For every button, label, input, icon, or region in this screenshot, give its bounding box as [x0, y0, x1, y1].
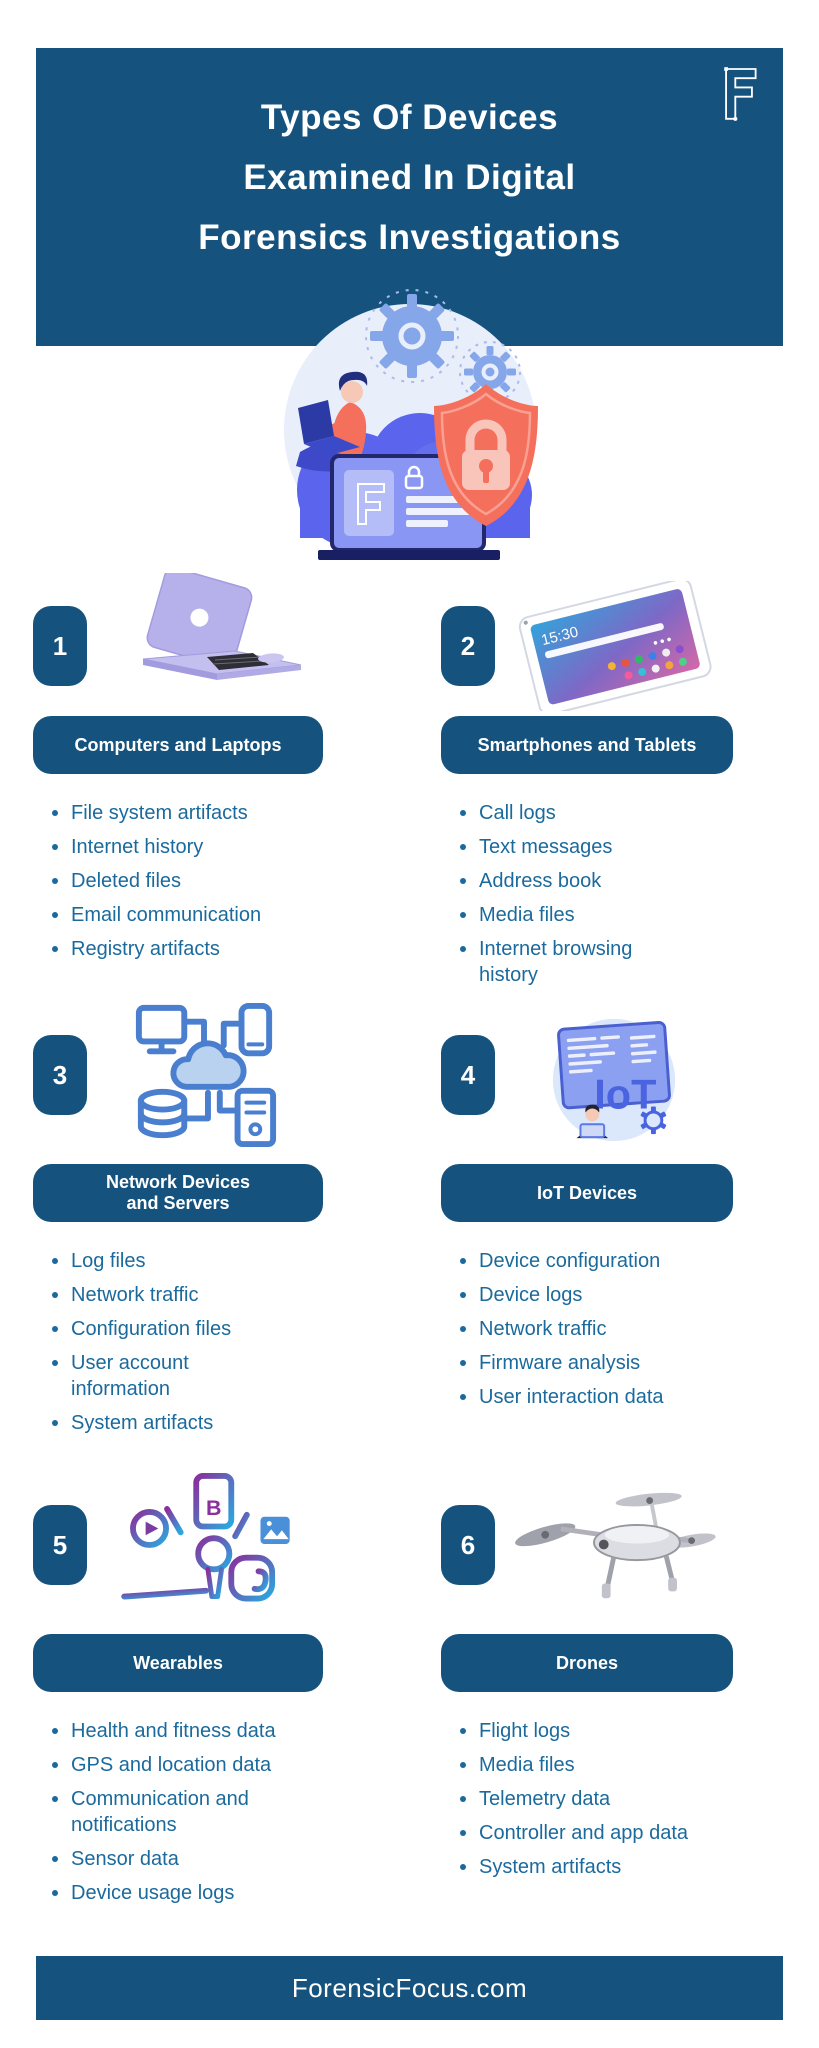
laptop-icon	[87, 572, 323, 698]
section-title-pill: Network Devices and Servers	[33, 1164, 323, 1222]
bullet-item: System artifacts	[455, 1854, 693, 1880]
row-2: 3	[0, 996, 819, 1466]
section-computers-and-laptops: 1	[33, 572, 323, 970]
play-icon	[145, 1521, 159, 1536]
sections-grid: 1	[0, 572, 819, 1936]
bullet-item: Media files	[455, 902, 693, 928]
security-cloud-illustration	[0, 280, 819, 560]
section-title-pill: Drones	[441, 1634, 733, 1692]
bullet-item: Email communication	[47, 902, 285, 928]
bullet-item: Registry artifacts	[47, 936, 285, 962]
monitor-stand	[317, 550, 500, 560]
bullet-item: Network traffic	[455, 1316, 693, 1342]
section-number-badge: 1	[33, 606, 87, 686]
bullet-list: Log files Network traffic Configuration …	[47, 1248, 323, 1444]
section-iot-devices: 4	[441, 996, 733, 1418]
bullet-item: File system artifacts	[47, 800, 285, 826]
section-network-devices-and-servers: 3	[33, 996, 323, 1444]
section-number-badge: 2	[441, 606, 495, 686]
bullet-list: Device configuration Device logs Network…	[455, 1248, 733, 1418]
drone-icon	[495, 1484, 733, 1606]
bullet-item: Flight logs	[455, 1718, 693, 1744]
section-title-pill: Wearables	[33, 1634, 323, 1692]
title-line-2: Examined In Digital	[243, 158, 576, 197]
section-number-badge: 3	[33, 1035, 87, 1115]
phone-letter: B	[206, 1496, 221, 1520]
bullet-item: Media files	[455, 1752, 693, 1778]
bullet-item: User account information	[47, 1350, 285, 1402]
bullet-item: Device configuration	[455, 1248, 693, 1274]
lock-small-icon	[407, 465, 420, 476]
tiny-person	[576, 1104, 609, 1139]
bullet-item: Telemetry data	[455, 1786, 693, 1812]
footer-bar: ForensicFocus.com	[36, 1956, 783, 2020]
bullet-item: Call logs	[455, 800, 693, 826]
bullet-item: GPS and location data	[47, 1752, 285, 1778]
section-drones: 6	[441, 1466, 733, 1888]
bullet-item: Firmware analysis	[455, 1350, 693, 1376]
bullet-list: File system artifacts Internet history D…	[47, 800, 323, 970]
bullet-item: Device logs	[455, 1282, 693, 1308]
image-icon	[260, 1516, 290, 1545]
bullet-item: Configuration files	[47, 1316, 285, 1342]
bullet-item: Text messages	[455, 834, 693, 860]
section-number-badge: 4	[441, 1035, 495, 1115]
section-number-badge: 6	[441, 1505, 495, 1585]
title-line-1: Types Of Devices	[260, 98, 559, 137]
section-number-badge: 5	[33, 1505, 87, 1585]
bullet-item: Communication and notifications	[47, 1786, 285, 1838]
bullet-item: Device usage logs	[47, 1880, 285, 1906]
bullet-list: Call logs Text messages Address book Med…	[455, 800, 733, 996]
bullet-item: Sensor data	[47, 1846, 285, 1872]
bullet-item: Log files	[47, 1248, 285, 1274]
section-wearables: 5	[33, 1466, 323, 1914]
bullet-item: Internet browsing history	[455, 936, 693, 988]
bullet-item: Deleted files	[47, 868, 285, 894]
gear-icon	[369, 294, 454, 378]
forensic-focus-logo-icon	[715, 62, 763, 124]
bullet-item: Internet history	[47, 834, 285, 860]
bullet-item: Network traffic	[47, 1282, 285, 1308]
section-title-pill: Computers and Laptops	[33, 716, 323, 774]
row-1: 1	[0, 572, 819, 996]
bullet-item: Address book	[455, 868, 693, 894]
bullet-list: Health and fitness data GPS and location…	[47, 1718, 323, 1914]
bullet-item: User interaction data	[455, 1384, 693, 1410]
security-shield-icon	[433, 384, 538, 526]
section-title-pill: Smartphones and Tablets	[441, 716, 733, 774]
tablet-icon: 15:30	[495, 581, 733, 711]
footer-url: ForensicFocus.com	[291, 1972, 528, 2003]
section-title-pill: IoT Devices	[441, 1164, 733, 1222]
tablet-app-icons	[607, 637, 687, 680]
bullet-list: Flight logs Media files Telemetry data C…	[455, 1718, 733, 1888]
iot-screen-label: IoT	[594, 1072, 656, 1118]
wearables-icon: B	[87, 1472, 323, 1618]
row-3: 5	[0, 1466, 819, 1936]
iot-icon: IoT	[495, 1006, 733, 1144]
page-title: Types Of Devices Examined In Digital For…	[36, 48, 783, 268]
section-smartphones-and-tablets: 2	[441, 581, 733, 996]
monitor-f-logo	[356, 483, 385, 525]
title-line-3: Forensics Investigations	[198, 218, 621, 257]
gear-outline-icon	[640, 1106, 667, 1135]
bullet-item: Controller and app data	[455, 1820, 693, 1846]
bullet-item: Health and fitness data	[47, 1718, 285, 1744]
bullet-item: System artifacts	[47, 1410, 285, 1436]
network-devices-icon	[87, 1000, 323, 1150]
